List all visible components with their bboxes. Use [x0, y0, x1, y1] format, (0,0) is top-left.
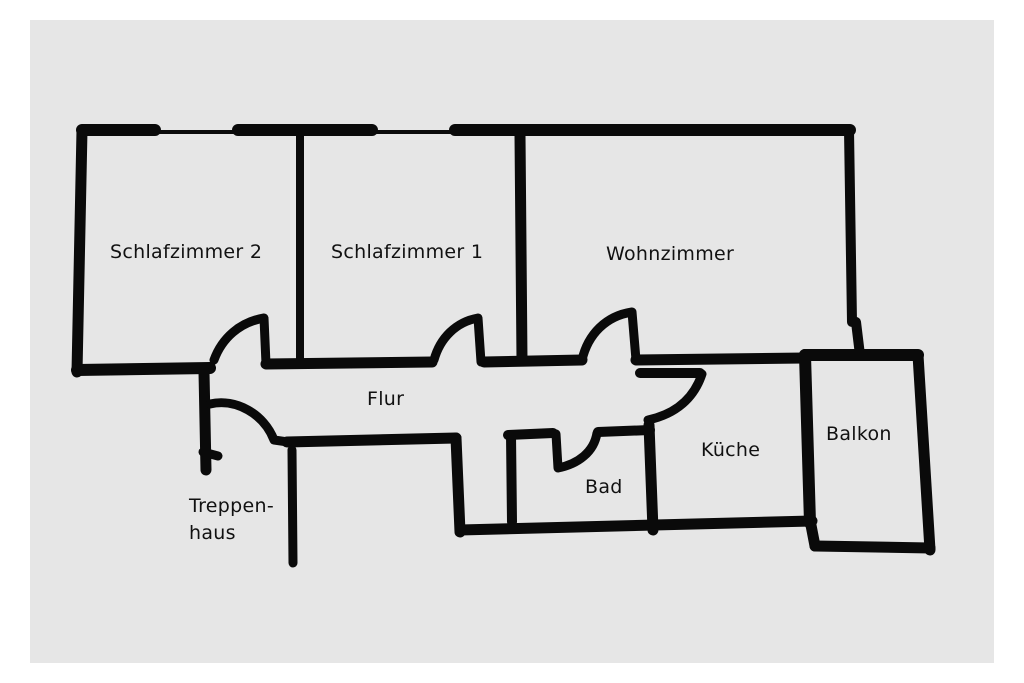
room-label-flur: Flur: [367, 388, 405, 410]
corridor-lower-wall: [281, 432, 462, 448]
corridor-upper-wall: [71, 352, 811, 378]
treppenhaus-right-wall: [287, 445, 298, 568]
door-treppenhaus: [205, 398, 293, 447]
door-wohnzimmer: [577, 307, 641, 365]
bad-kueche-wall: [643, 419, 659, 536]
balkon-outline: [799, 349, 936, 556]
room-label-balkon: Balkon: [826, 423, 892, 445]
bad-top-wall-right: [593, 425, 655, 437]
door-schlafzimmer1: [429, 313, 486, 367]
room-label-bad: Bad: [585, 476, 623, 498]
door-schlafzimmer2: [209, 313, 271, 369]
room-label-schlafzimmer1: Schlafzimmer 1: [331, 241, 484, 263]
kueche-balkon-wall: [799, 349, 816, 529]
wall-sz1-wohn: [514, 129, 528, 366]
door-kueche: [643, 369, 707, 425]
top-wall: [76, 124, 856, 136]
room-label-kueche: Küche: [701, 439, 761, 461]
wohnzimmer-right-wall: [844, 125, 857, 327]
room-label-schlafzimmer2: Schlafzimmer 2: [110, 241, 263, 263]
bad-top-wall: [503, 428, 558, 440]
room-label-treppenhaus-line2: haus: [189, 522, 236, 544]
door-bad: [551, 428, 602, 473]
bottom-wall: [454, 515, 818, 536]
bad-left-wall: [506, 430, 517, 527]
left-wall: [71, 124, 88, 378]
corridor-step-wall: [450, 432, 466, 538]
room-label-wohnzimmer: Wohnzimmer: [606, 243, 735, 265]
wall-stub: [198, 447, 223, 461]
room-label-treppenhaus-line1: Treppen-: [189, 495, 275, 517]
